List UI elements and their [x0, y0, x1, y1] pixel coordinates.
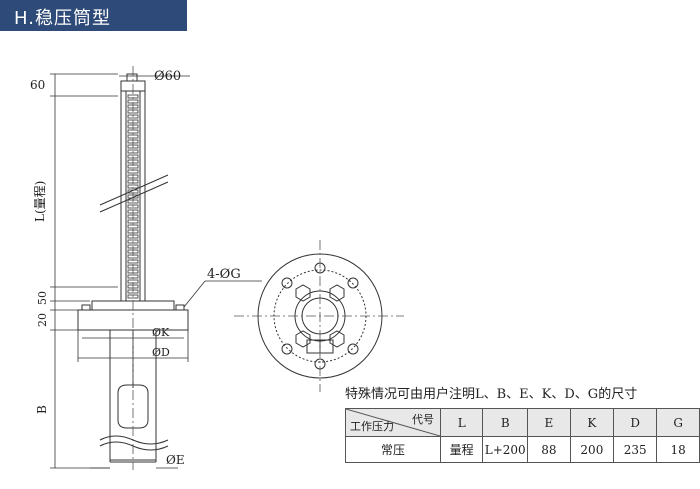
corner-code-label: 代号 — [412, 413, 434, 426]
dimension-labels: 60 Ø60 L(量程) 50 20 B 4-ØG ØK ØD ØE — [30, 69, 241, 467]
header-cell: B — [482, 408, 529, 437]
chain-link — [127, 129, 139, 134]
value-cell: L+200 — [482, 436, 529, 463]
dim-top-length: 60 — [30, 78, 45, 92]
dim-e: ØE — [166, 453, 185, 467]
dim-b: B — [35, 405, 49, 414]
value-cell: 235 — [613, 436, 658, 463]
dim-20: 20 — [36, 313, 49, 327]
table-header-row: 代号 工作压力 L B E K D G — [345, 408, 700, 437]
chain-link — [127, 224, 139, 229]
title-bar: H.稳压筒型 — [0, 0, 187, 31]
table-corner-cell: 代号 工作压力 — [345, 408, 441, 437]
chain-link — [127, 219, 139, 224]
dim-top-diameter: Ø60 — [154, 69, 181, 84]
header-cell: K — [569, 408, 615, 437]
note-text: 特殊情况可由用户注明L、B、E、K、D、G的尺寸 — [345, 387, 638, 402]
page-title: H.稳压筒型 — [14, 8, 111, 29]
header-cell: G — [656, 408, 700, 437]
dim-range: L(量程) — [32, 181, 47, 222]
value-cell: 量程 — [439, 436, 484, 463]
dim-holes: 4-ØG — [207, 267, 241, 282]
dim-k: ØK — [152, 326, 170, 339]
top-cap — [126, 73, 138, 82]
float — [117, 384, 149, 429]
dim-d: ØD — [152, 346, 170, 359]
spec-table: 代号 工作压力 L B E K D G 常压 量程 L+200 88 200 2… — [345, 408, 700, 463]
value-cell: 18 — [656, 436, 700, 463]
table-row: 常压 量程 L+200 88 200 235 18 — [345, 436, 700, 463]
row-label: 常压 — [345, 436, 441, 463]
value-cell: 88 — [527, 436, 571, 463]
dim-50: 50 — [36, 291, 49, 305]
corner-pressure-label: 工作压力 — [350, 420, 394, 433]
header-cell: L — [439, 408, 484, 437]
header-cell: E — [527, 408, 571, 437]
header-cell: D — [613, 408, 658, 437]
chain-link — [127, 134, 139, 139]
value-cell: 200 — [569, 436, 615, 463]
